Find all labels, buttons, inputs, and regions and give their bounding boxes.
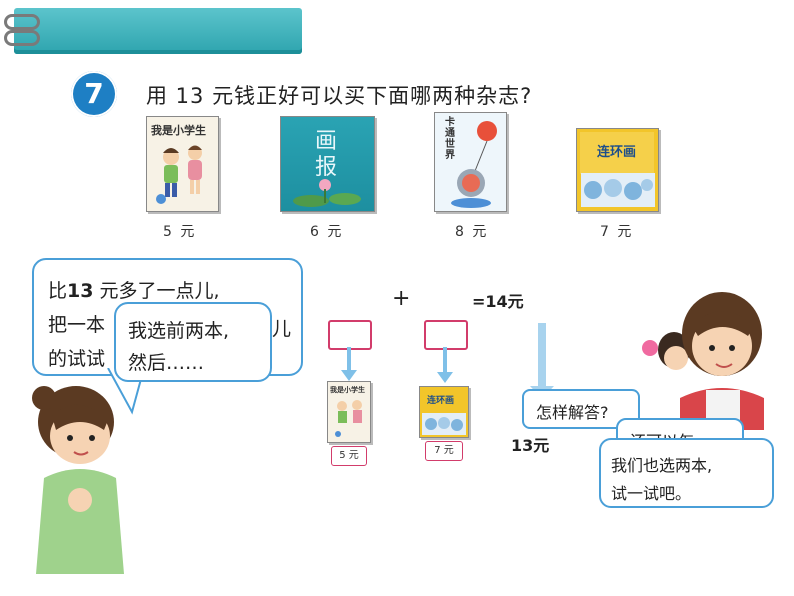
lotus-icon [293, 179, 361, 207]
magazine-huabao: 画 报 [280, 116, 375, 212]
speech-bubble-front: 我选前两本, 然后…… [114, 302, 272, 382]
bubble-text: 的试试 [48, 348, 106, 370]
arrow-down-icon [347, 347, 351, 373]
bubble-text: 试一试吧。 [611, 484, 692, 503]
bubble-text: 儿 [272, 318, 292, 340]
answer-box-1[interactable] [328, 320, 372, 350]
magazine-price: 8 元 [455, 224, 489, 240]
binder-ring-icon [4, 14, 40, 30]
bubble-text: 我们也选两本, [611, 456, 713, 475]
magazine-lianhuanhua: 连环画 [576, 128, 659, 212]
arrow-head-icon [437, 372, 453, 383]
bubble-text: 怎样解答? [536, 403, 609, 422]
magazine-price: 5 元 [163, 224, 197, 240]
magazine-price: 7 元 [600, 224, 634, 240]
magazine-title: 连环画 [597, 145, 637, 160]
bubble-text: 比 [48, 280, 68, 302]
bubble-number: 13 [67, 280, 94, 302]
plus-sign: + [392, 286, 411, 311]
magazine-title: 我是小学生 [151, 124, 206, 137]
magazine-katongshijie: 卡 通 世 界 [434, 112, 507, 212]
speech-bubble-right-front: 我们也选两本, 试一试吧。 [599, 438, 774, 508]
mini-price-tag: 7 元 [425, 441, 463, 461]
pattern-icon [581, 173, 655, 207]
arrow-head-icon [341, 370, 357, 381]
magazine-title: 画 [315, 129, 338, 154]
bubble-text: 把一本 [48, 314, 106, 336]
question-number-badge: 7 [71, 71, 117, 117]
children-illustration-icon [642, 292, 764, 430]
magazine-title: 报 [315, 155, 338, 180]
mini-book-woshixiaoxuesheng: 我是小学生 [327, 381, 371, 443]
mini-book-lianhuanhua: 连环画 [419, 386, 469, 438]
kids-illustration-icon [335, 400, 362, 437]
question-text: 用 13 元钱正好可以买下面哪两种杂志? [146, 84, 533, 108]
magazine-woshixiaoxuesheng: 我是小学生 [146, 116, 219, 212]
magazine-title: 卡 通 世 界 [445, 117, 455, 161]
mini-price-tag: 5 元 [331, 446, 367, 466]
binder-ring-icon [4, 30, 40, 46]
answer-13-yuan: 13元 [511, 436, 550, 455]
mini-book-title: 连环画 [427, 396, 455, 406]
girl-illustration-icon [32, 386, 124, 574]
arrow-down-icon [538, 323, 546, 389]
magazine-price: 6 元 [310, 224, 344, 240]
equation-result: =14元 [472, 292, 524, 311]
bubble-text: 元多了一点儿, [93, 280, 220, 302]
kids-illustration-icon [156, 145, 202, 204]
pattern-icon [422, 413, 466, 435]
arrow-down-icon [443, 347, 447, 375]
cartoon-clown-icon [451, 121, 497, 208]
bubble-text: 然后…… [128, 352, 205, 374]
answer-box-2[interactable] [424, 320, 468, 350]
bubble-text: 我选前两本, [128, 320, 230, 342]
mini-book-title: 我是小学生 [330, 386, 365, 394]
header-bar [14, 8, 302, 54]
